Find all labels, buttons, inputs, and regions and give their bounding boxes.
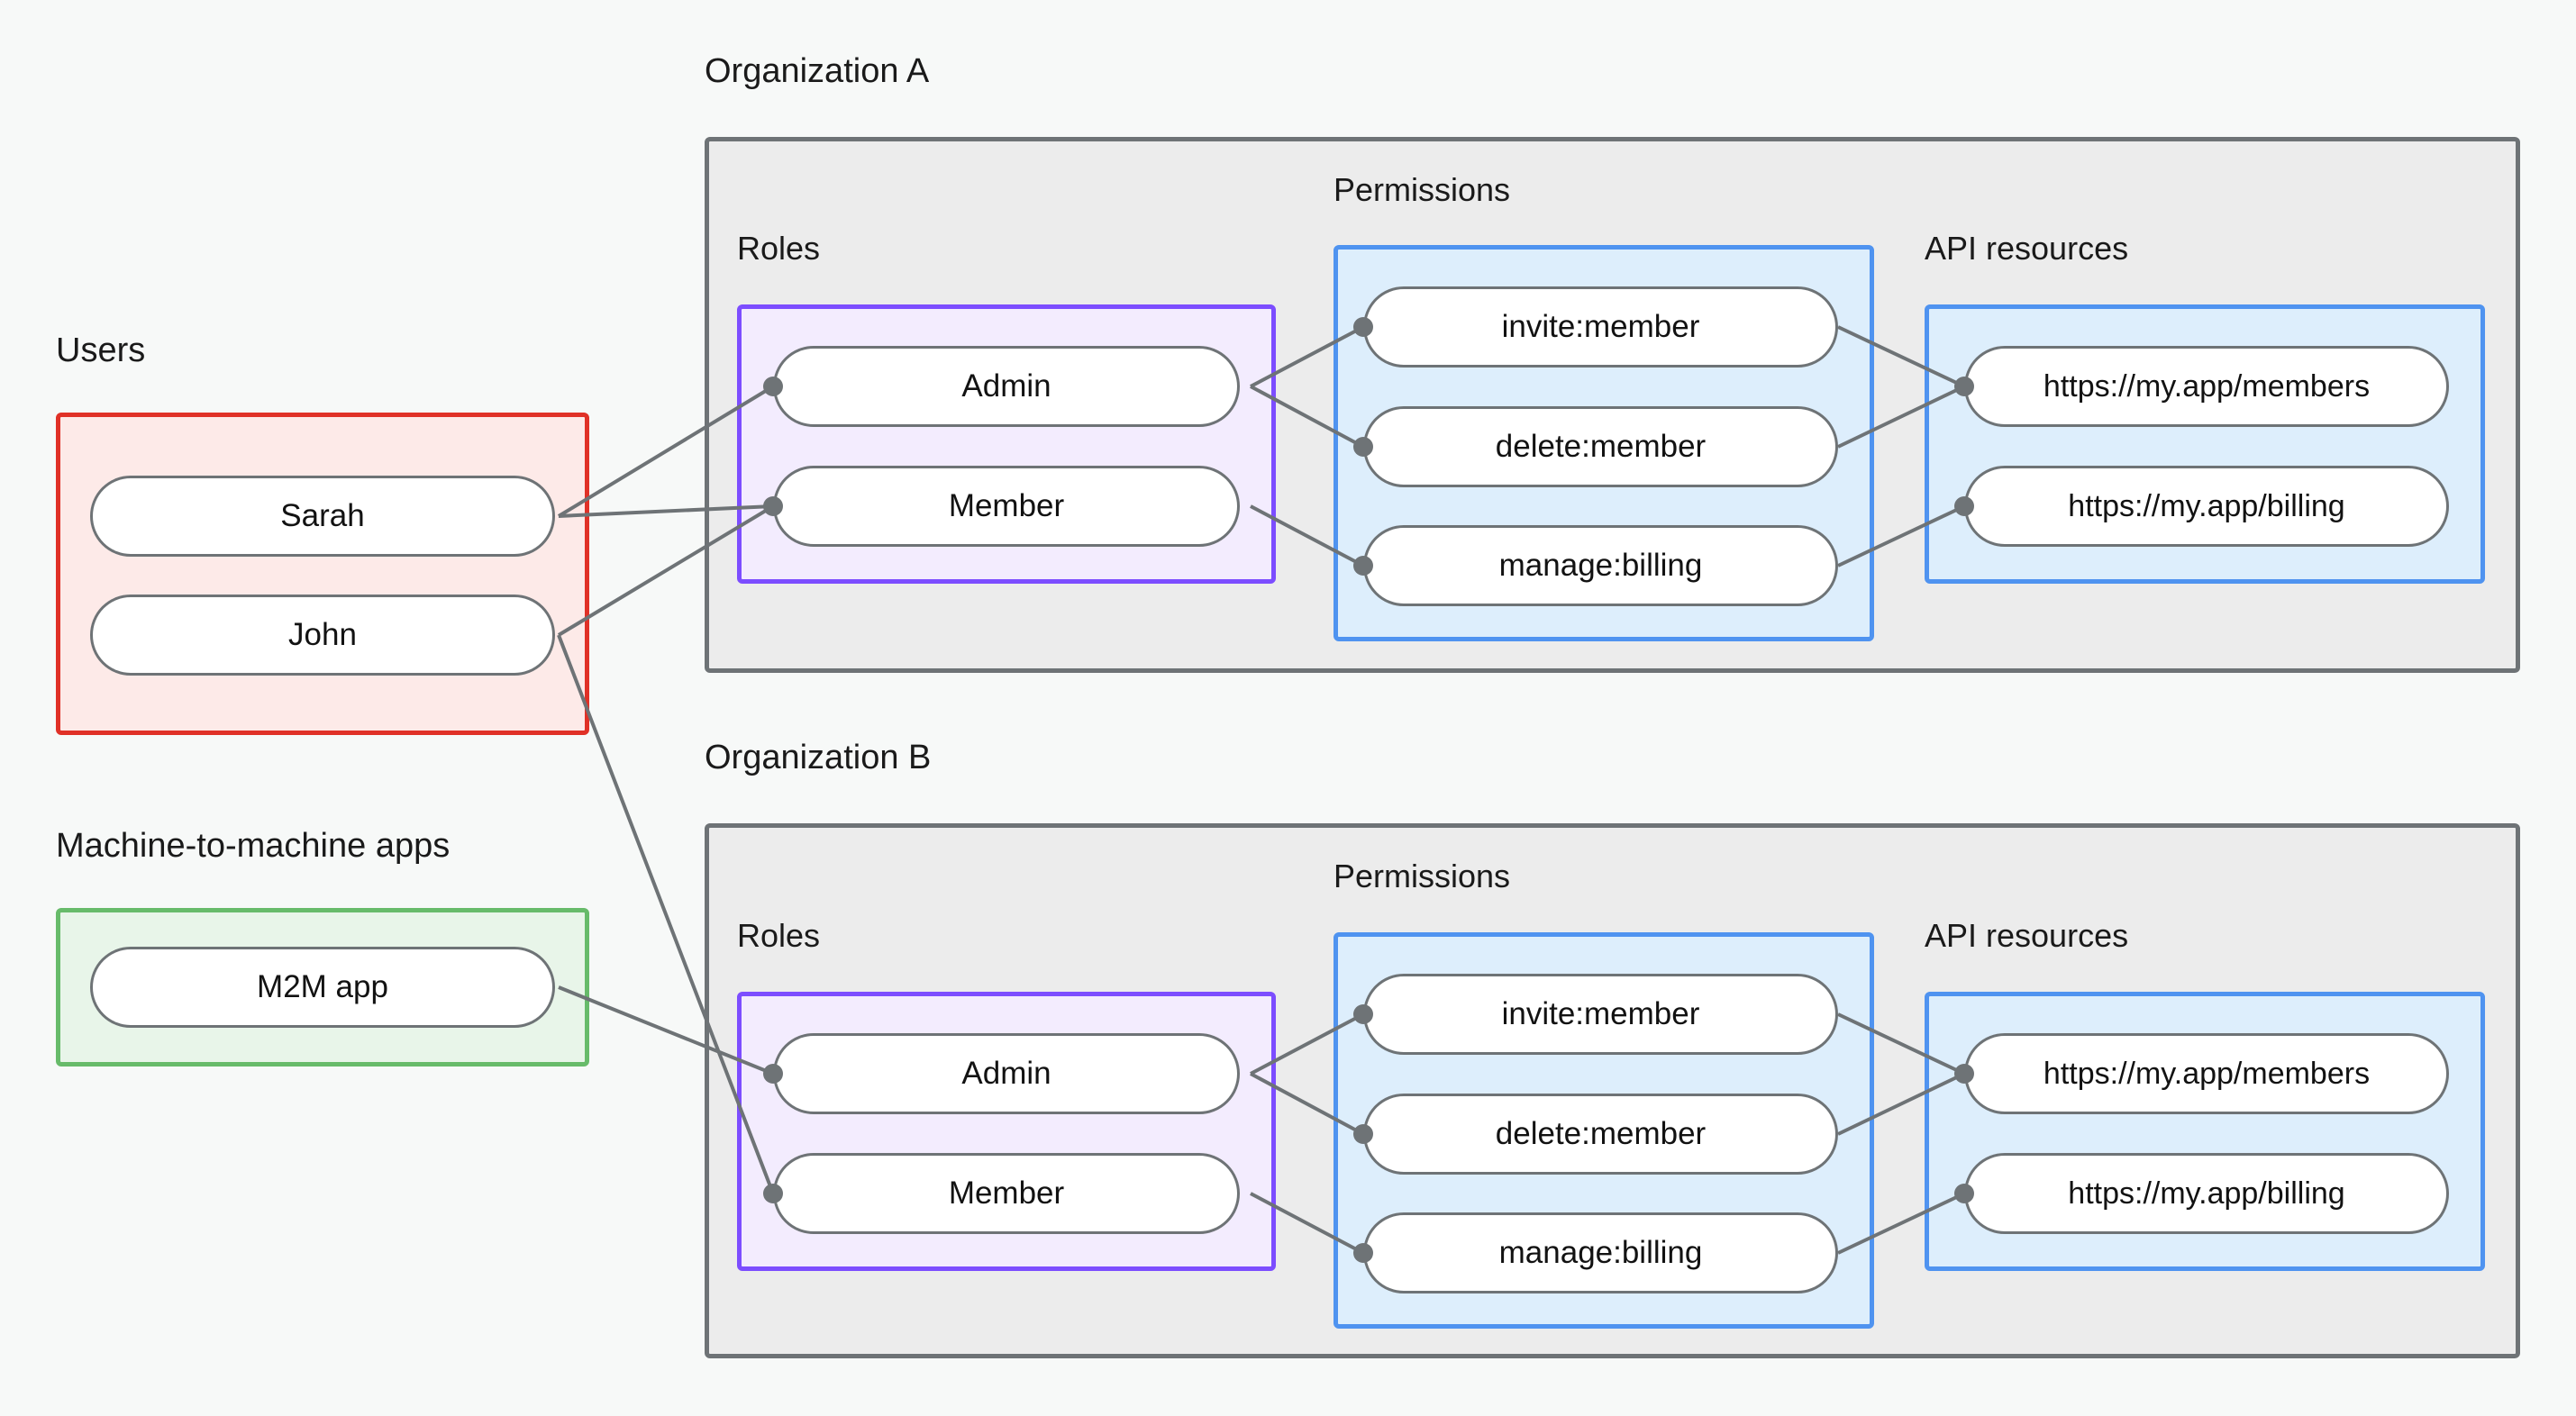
users-group-title: Users [56, 331, 146, 369]
organization-a-title: Organization A [705, 52, 930, 90]
user-pill-sarah[interactable]: Sarah [90, 476, 555, 557]
orgb-api-title: API resources [1925, 917, 2129, 954]
orga-api-title: API resources [1925, 230, 2129, 267]
users-container [56, 413, 589, 735]
orga-permission-pill-delete-member[interactable]: delete:member [1363, 406, 1838, 487]
orga-roles-title: Roles [737, 230, 821, 267]
orgb-permission-pill-invite-member[interactable]: invite:member [1363, 974, 1838, 1055]
orga-permissions-title: Permissions [1334, 171, 1511, 208]
orgb-role-pill-member[interactable]: Member [773, 1153, 1240, 1234]
orga-api-pill-billing[interactable]: https://my.app/billing [1964, 466, 2449, 547]
orga-role-pill-admin[interactable]: Admin [773, 346, 1240, 427]
m2m-pill-app[interactable]: M2M app [90, 947, 555, 1028]
organization-b-title: Organization B [705, 739, 932, 776]
orgb-permissions-title: Permissions [1334, 858, 1511, 894]
orgb-api-pill-billing[interactable]: https://my.app/billing [1964, 1153, 2449, 1234]
orga-permission-pill-invite-member[interactable]: invite:member [1363, 286, 1838, 368]
orga-permission-pill-manage-billing[interactable]: manage:billing [1363, 525, 1838, 606]
orga-api-pill-members[interactable]: https://my.app/members [1964, 346, 2449, 427]
orgb-permission-pill-manage-billing[interactable]: manage:billing [1363, 1212, 1838, 1293]
orgb-api-pill-members[interactable]: https://my.app/members [1964, 1033, 2449, 1114]
orga-role-pill-member[interactable]: Member [773, 466, 1240, 547]
user-pill-john[interactable]: John [90, 595, 555, 676]
orgb-roles-title: Roles [737, 917, 821, 954]
m2m-group-title: Machine-to-machine apps [56, 827, 451, 865]
orgb-permission-pill-delete-member[interactable]: delete:member [1363, 1094, 1838, 1175]
orgb-role-pill-admin[interactable]: Admin [773, 1033, 1240, 1114]
